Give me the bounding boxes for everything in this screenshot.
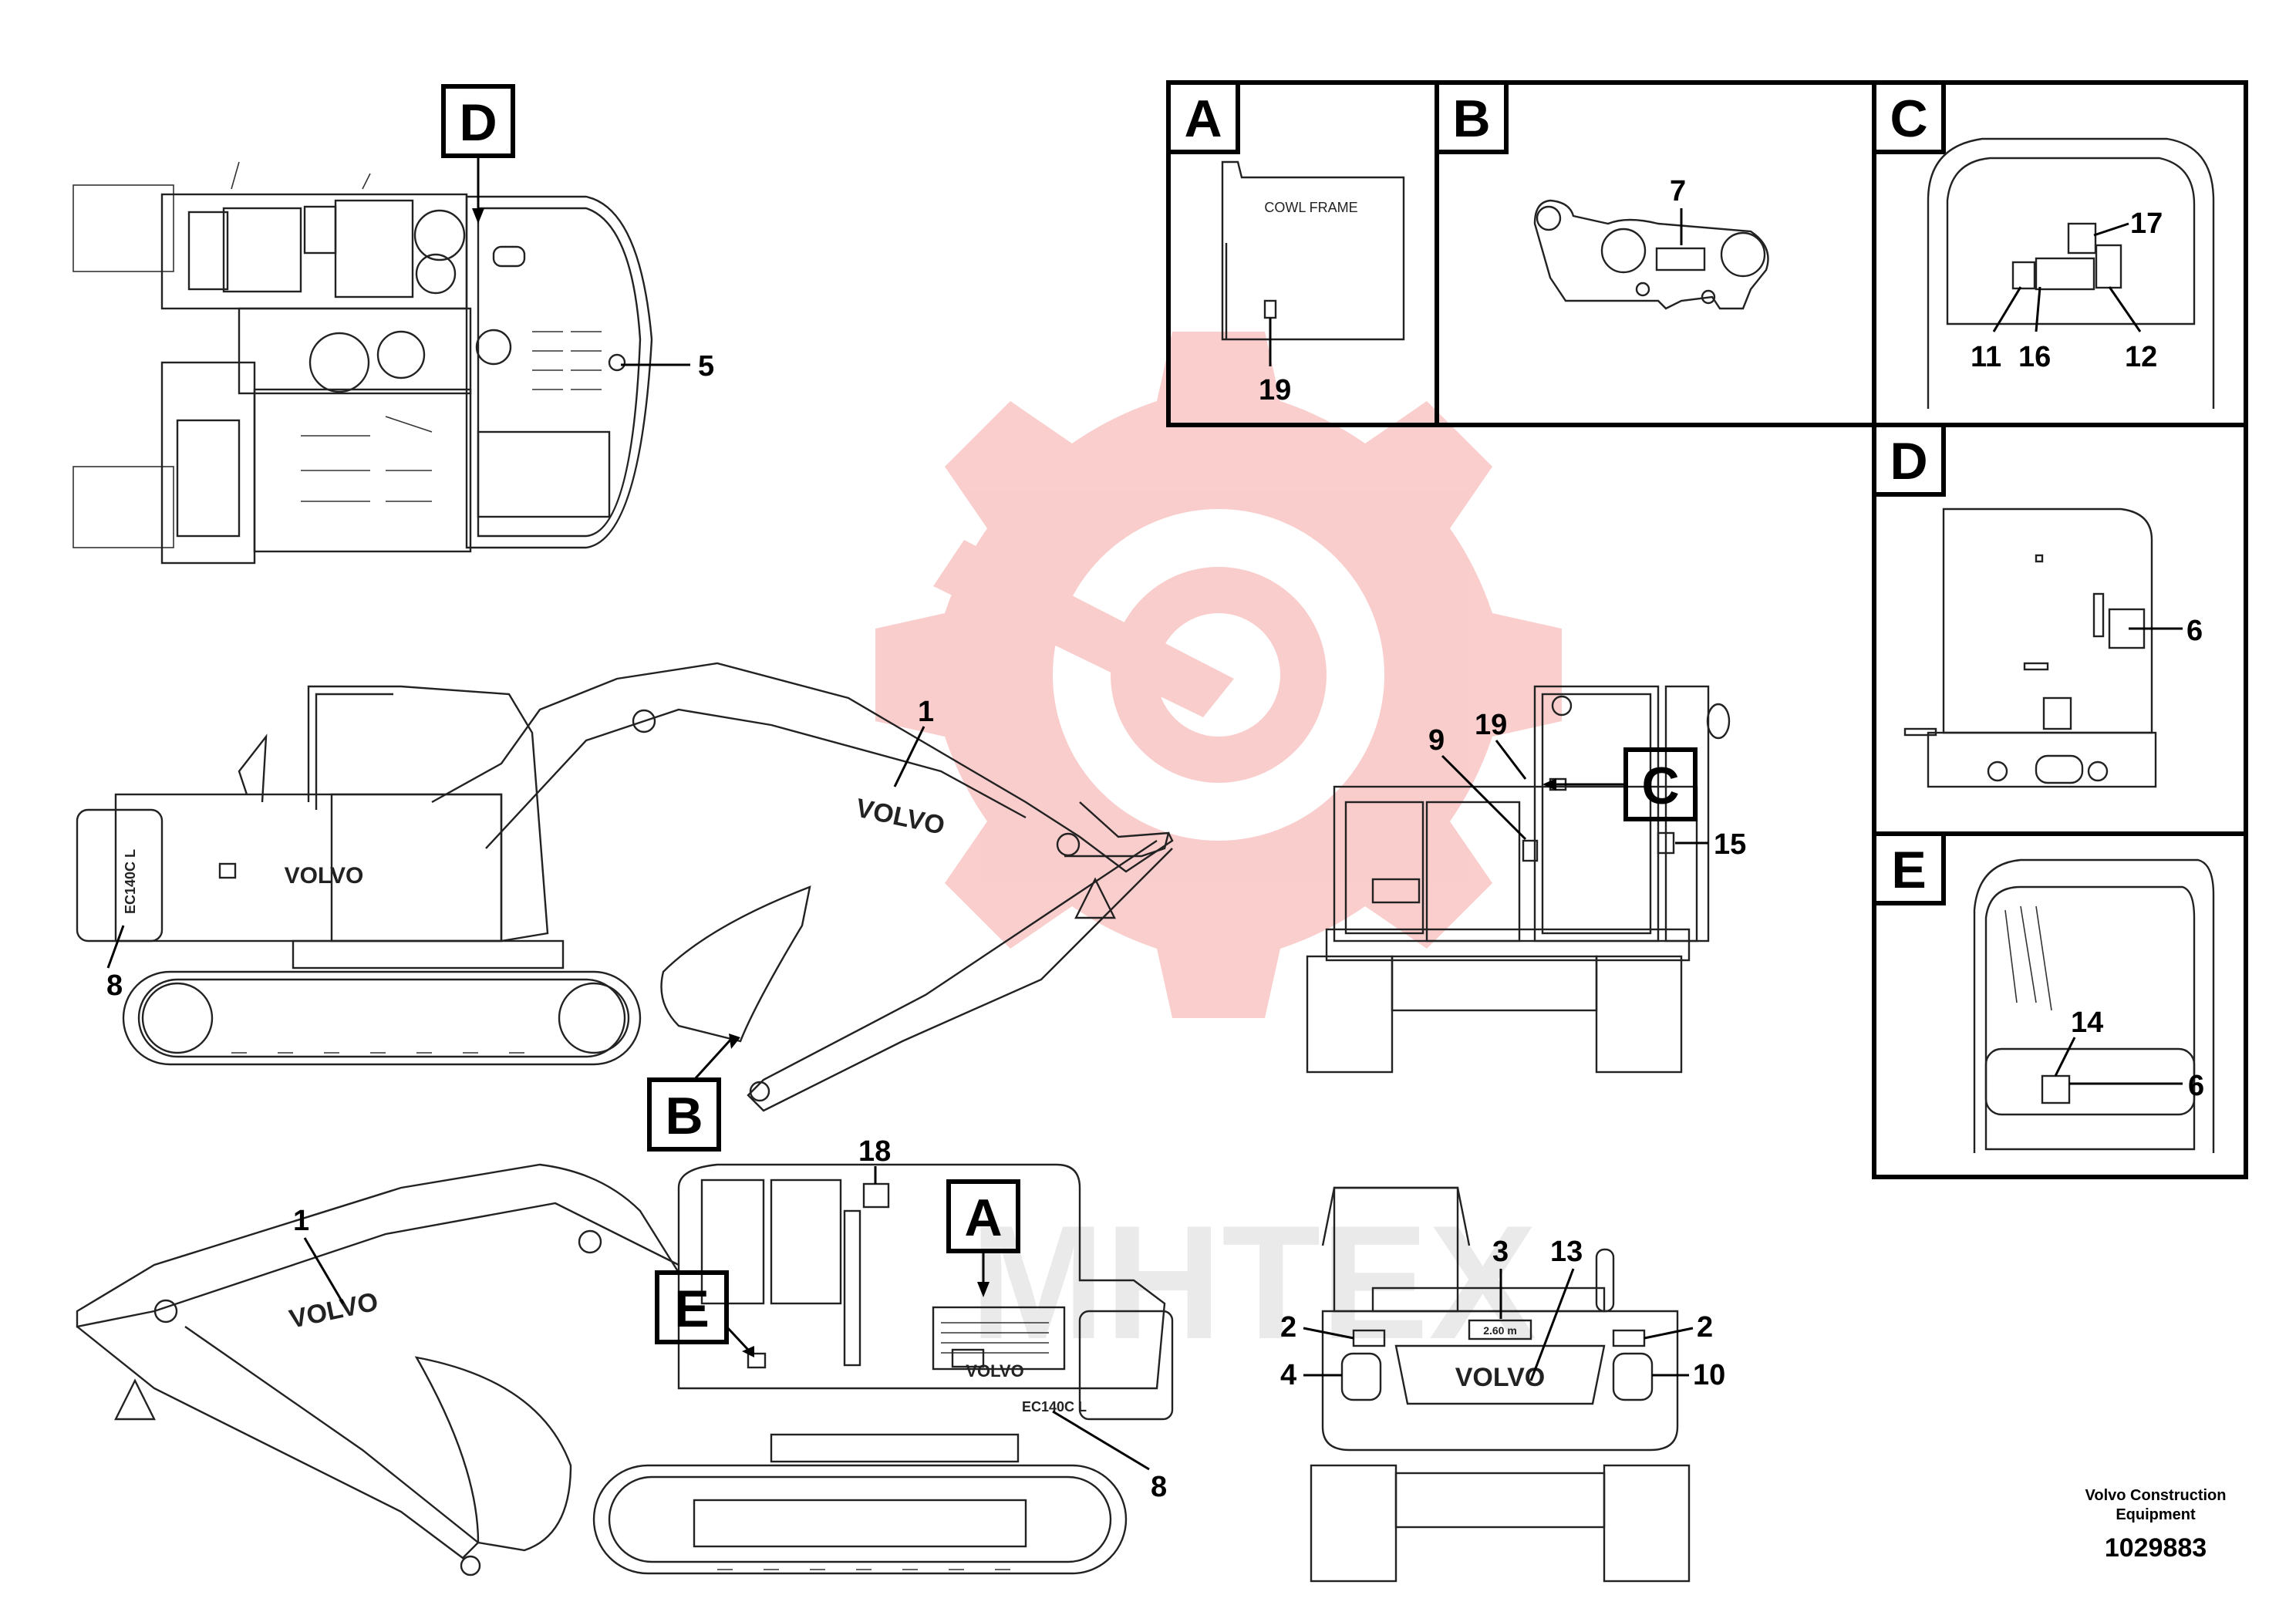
detail-e-letter: E (1891, 841, 1926, 899)
callout-12: 12 (2125, 341, 2157, 373)
detail-d: D 6 (1872, 423, 2203, 788)
callout-1-right: 1 (293, 1205, 309, 1237)
rear-view-callouts: 9 19 C 15 (1428, 709, 1746, 861)
front-view-callouts: 3 13 2 2 4 10 (1280, 1236, 1725, 1391)
callout-6-d: 6 (2186, 615, 2203, 647)
callout-14: 14 (2071, 1007, 2103, 1039)
callout-3: 3 (1492, 1236, 1509, 1268)
callout-2-left: 2 (1280, 1311, 1296, 1344)
callout-19-rear: 19 (1475, 709, 1507, 741)
side-left-callouts: 1 8 B (106, 696, 934, 1152)
decal-model-right: EC140C L (1022, 1399, 1087, 1415)
decal-model-left: EC140C L (123, 849, 138, 914)
detail-a-letter: A (1184, 89, 1222, 148)
view-pointer-e: E (674, 1280, 709, 1338)
view-pointer-d: D (459, 93, 497, 152)
callout-17: 17 (2130, 207, 2163, 240)
detail-c: C 17 11 16 12 (1872, 80, 2215, 409)
detail-b: B 7 (1435, 80, 1769, 310)
callout-8-right: 8 (1151, 1471, 1167, 1503)
view-pointer-b: B (665, 1087, 703, 1145)
callout-4: 4 (1280, 1359, 1296, 1391)
callout-13: 13 (1550, 1236, 1583, 1268)
decal-volvo-boom-right: VOLVO (287, 1287, 381, 1334)
top-plan-callouts: D 5 (441, 84, 714, 383)
callout-18: 18 (858, 1135, 891, 1168)
decal-volvo-boom-left: VOLVO (853, 794, 947, 841)
decal-volvo-side-left: VOLVO (285, 863, 364, 889)
view-pointer-a: A (964, 1189, 1002, 1247)
rear-view (1306, 685, 1731, 1074)
watermark-gear-logo (875, 332, 1562, 1018)
callout-11: 11 (1971, 341, 2001, 373)
decal-volvo-side-right: VOLVO (966, 1361, 1023, 1381)
callout-9: 9 (1428, 724, 1445, 757)
callout-16: 16 (2018, 341, 2051, 373)
callout-8-left: 8 (106, 969, 123, 1002)
footer-company-line1: Volvo Construction (2085, 1487, 2227, 1504)
front-view: 2.60 m VOLVO (1310, 1186, 1691, 1583)
footer: Volvo Construction Equipment 1029883 (2085, 1487, 2227, 1563)
detail-e: E 14 6 (1872, 831, 2215, 1153)
decal-volvo-front: VOLVO (1455, 1363, 1546, 1392)
cowl-frame-text: COWL FRAME (1264, 200, 1357, 215)
callout-15: 15 (1714, 828, 1746, 861)
view-pointer-c: C (1641, 757, 1679, 815)
drawing-number: 1029883 (2105, 1533, 2207, 1563)
callout-5: 5 (698, 350, 714, 383)
footer-company-line2: Equipment (2116, 1506, 2196, 1523)
detail-a: A COWL FRAME 19 (1166, 80, 1405, 406)
callout-7: 7 (1670, 175, 1686, 207)
callout-1-left: 1 (918, 696, 934, 728)
decal-capacity: 2.60 m (1483, 1324, 1517, 1337)
callout-19-a: 19 (1259, 374, 1291, 406)
detail-d-letter: D (1890, 432, 1927, 491)
callout-2-right: 2 (1697, 1311, 1713, 1344)
side-right-callouts: 1 18 A E 8 (293, 1135, 1167, 1503)
callout-10: 10 (1693, 1359, 1725, 1391)
detail-b-letter: B (1452, 89, 1490, 148)
top-plan-view (72, 161, 653, 565)
callout-6-e: 6 (2188, 1070, 2204, 1102)
detail-c-letter: C (1890, 89, 1927, 148)
